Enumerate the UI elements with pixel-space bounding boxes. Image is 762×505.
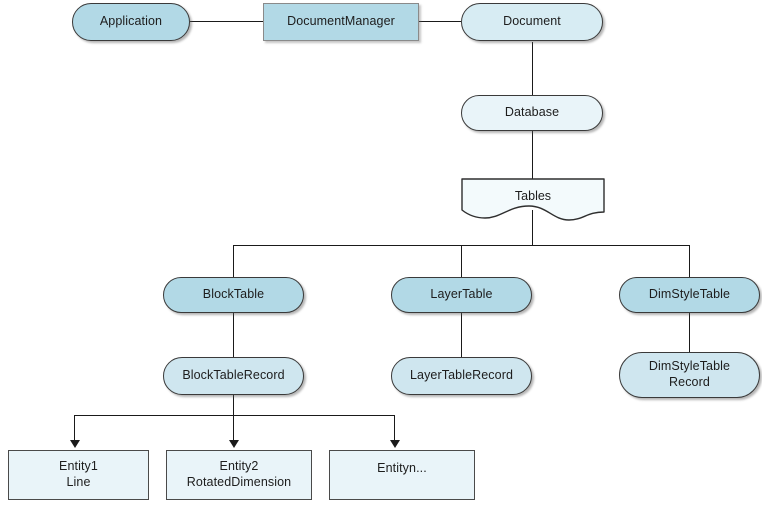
node-document-manager[interactable]: DocumentManager <box>263 3 419 41</box>
node-dim-style-table[interactable]: DimStyleTable <box>619 277 760 313</box>
arrowhead-entityn <box>390 440 400 448</box>
arrowhead-entity1 <box>70 440 80 448</box>
edge-bus-entity2 <box>233 415 234 440</box>
node-entityn[interactable]: Entityn... <box>329 450 475 500</box>
node-database[interactable]: Database <box>461 95 603 131</box>
edge-entity-bus-horizontal <box>74 415 394 416</box>
edge-documentmanager-document <box>419 21 461 22</box>
node-dim-style-table-record[interactable]: DimStyleTable Record <box>619 352 760 398</box>
edge-bus-dimstyletable <box>689 245 690 277</box>
edge-document-database <box>532 42 533 96</box>
edge-bus-blocktable <box>233 245 234 277</box>
node-tables[interactable]: Tables <box>461 178 605 222</box>
edge-database-tables <box>532 130 533 180</box>
edge-dimstyletable-dimstyletablerecord <box>689 313 690 357</box>
node-layer-table[interactable]: LayerTable <box>391 277 532 313</box>
tables-shape-svg <box>461 178 605 221</box>
edge-bus-layertable <box>461 245 462 277</box>
edge-bus-entityn <box>394 415 395 440</box>
node-application[interactable]: Application <box>72 3 190 41</box>
node-entity1[interactable]: Entity1 Line <box>8 450 149 500</box>
node-entity2[interactable]: Entity2 RotatedDimension <box>166 450 312 500</box>
node-block-table[interactable]: BlockTable <box>163 277 304 313</box>
edge-tables-bus <box>532 210 533 245</box>
edge-bus-entity1 <box>74 415 75 440</box>
node-block-table-record[interactable]: BlockTableRecord <box>163 357 304 395</box>
edge-blocktable-blocktablerecord <box>233 313 234 357</box>
arrowhead-entity2 <box>229 440 239 448</box>
node-tables-label: Tables <box>514 189 552 203</box>
edge-blocktablerecord-bus <box>233 395 234 415</box>
edge-application-documentmanager <box>190 21 263 22</box>
node-layer-table-record[interactable]: LayerTableRecord <box>391 357 532 395</box>
node-document[interactable]: Document <box>461 3 603 41</box>
edge-layertable-layertablerecord <box>461 313 462 357</box>
